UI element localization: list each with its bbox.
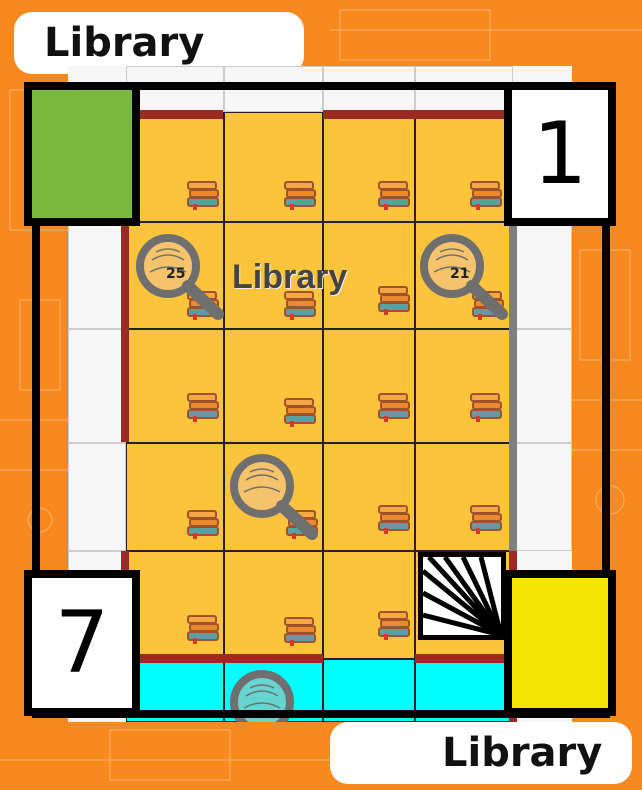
tile[interactable] [513,443,572,551]
wall [121,222,129,442]
magnifier-icon[interactable] [226,666,318,722]
stairs-icon [423,557,501,635]
library-tile[interactable] [415,443,513,551]
search-count: 21 [450,266,470,282]
books-icon [187,615,219,644]
books-icon [378,181,410,210]
magnifier-icon[interactable] [132,230,224,320]
books-icon [470,181,502,210]
tile[interactable] [415,66,513,112]
books-icon [187,181,219,210]
library-tile[interactable] [415,329,513,443]
corner-number-1[interactable]: 1 [504,82,616,226]
corner-green[interactable] [24,82,140,226]
wall [323,110,513,119]
stairs-tile[interactable] [418,552,506,640]
magnifier-icon[interactable] [416,230,508,320]
tile[interactable] [68,222,126,329]
books-icon [284,617,316,646]
magnifier-icon[interactable] [226,450,318,540]
corner-number: 1 [532,104,588,204]
books-icon [470,505,502,534]
tile[interactable] [323,66,415,112]
corner-number-7[interactable]: 7 [24,570,140,716]
title-tag-bottom: Library [330,722,632,784]
wall [121,551,129,571]
books-icon [284,181,316,210]
books-icon [470,393,502,422]
search-count: 25 [166,266,186,282]
wall [415,654,513,663]
water-tile[interactable] [126,659,224,722]
books-icon [378,286,410,315]
title-tag-top: Library [14,12,304,74]
wall [138,110,223,119]
water-tile[interactable] [323,659,415,722]
books-icon [187,393,219,422]
books-icon [284,291,316,320]
library-tile[interactable] [323,329,415,443]
water-tile[interactable] [415,659,513,722]
corner-number: 7 [54,593,110,693]
tile[interactable] [513,329,572,443]
tile[interactable] [513,222,572,329]
corner-yellow[interactable] [504,570,616,716]
books-icon [378,505,410,534]
books-icon [187,510,219,539]
books-icon [284,398,316,427]
tile[interactable] [224,66,323,112]
wall [128,654,323,663]
tile[interactable] [126,66,224,112]
books-icon [378,393,410,422]
room-label: Library [232,258,348,296]
wall [509,222,517,552]
library-tile[interactable] [126,329,224,443]
books-icon [378,611,410,640]
library-tile[interactable] [323,551,415,659]
tile[interactable] [68,329,126,443]
library-tile[interactable] [323,443,415,551]
tile[interactable] [68,443,126,551]
wall [509,551,517,571]
